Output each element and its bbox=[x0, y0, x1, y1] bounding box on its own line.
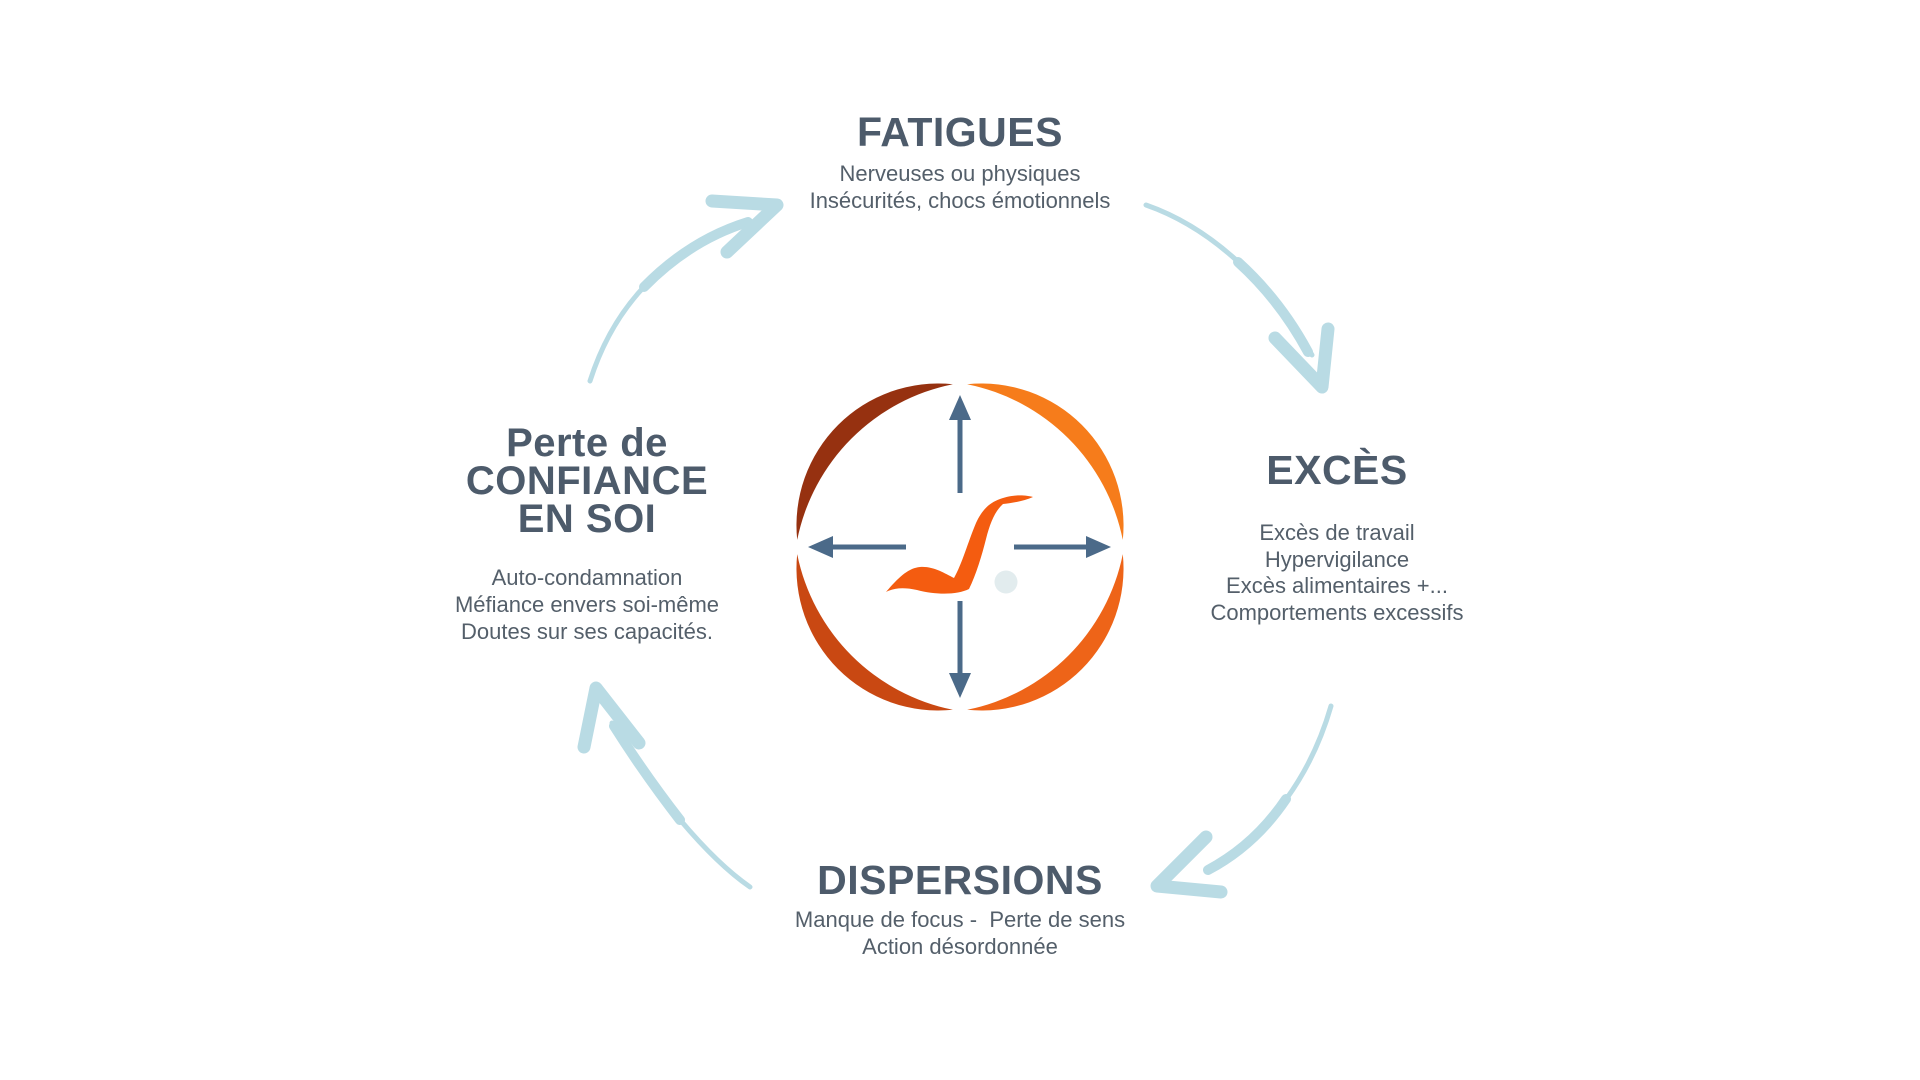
arrow-head bbox=[1150, 830, 1228, 899]
arrow-head bbox=[705, 194, 784, 259]
cross-arrow-left-head bbox=[808, 536, 833, 558]
description-line: Action désordonnée bbox=[862, 933, 1058, 959]
description-line: Manque de focus - Perte de sens bbox=[794, 907, 1126, 932]
node-exces-title: EXCÈS bbox=[1266, 447, 1408, 493]
description-line: Comportements excessifs bbox=[1210, 599, 1464, 625]
arrow-head bbox=[1268, 322, 1335, 394]
node-perte-de-confiance-title: Perte de CONFIANCE EN SOI bbox=[377, 421, 797, 541]
cycle-arrow-fatigues-to-exces-icon bbox=[1143, 202, 1335, 394]
cross-arrow-up-head bbox=[949, 395, 971, 420]
description-line: Auto-condamnation bbox=[491, 565, 683, 590]
arrow-head bbox=[577, 681, 646, 754]
node-fatigues-title: FATIGUES bbox=[857, 109, 1063, 155]
logo-cross-arrows bbox=[808, 395, 1111, 698]
node-dispersions-title: DISPERSIONS bbox=[817, 857, 1103, 903]
arrow-shaft-thick bbox=[1233, 257, 1313, 357]
logo-arc-bottom-right bbox=[967, 554, 1124, 711]
node-perte-de-confiance: Perte de CONFIANCE EN SOI Auto-condamnat… bbox=[377, 421, 797, 645]
logo-dot-icon bbox=[994, 570, 1018, 594]
arrow-shaft-thick bbox=[1203, 794, 1291, 875]
logo-arc-top-left bbox=[796, 383, 953, 540]
title-line: CONFIANCE bbox=[465, 459, 709, 503]
cycle-arrow-dispersions-to-confiance-icon bbox=[577, 681, 753, 890]
title-line: EN SOI bbox=[517, 497, 657, 541]
cross-arrow-right-head bbox=[1086, 536, 1111, 558]
cycle-arrow-exces-to-dispersions-icon bbox=[1150, 703, 1334, 899]
arrow-shaft bbox=[1143, 202, 1315, 358]
arrow-shaft-thick bbox=[609, 721, 685, 825]
description-line: Excès alimentaires +... bbox=[1226, 573, 1448, 598]
center-logo-icon bbox=[796, 383, 1124, 711]
description-line: Méfiance envers soi-même bbox=[454, 592, 720, 617]
description-line: Insécurités, chocs émotionnels bbox=[809, 188, 1111, 213]
description-line: Excès de travail bbox=[1259, 520, 1415, 545]
description-line: Hypervigilance bbox=[1264, 546, 1410, 572]
node-exces-description: Excès de travail Hypervigilance Excès al… bbox=[1107, 520, 1567, 626]
logo-arc-bottom-left bbox=[796, 554, 953, 711]
title-line: Perte de bbox=[506, 421, 668, 465]
node-dispersions: DISPERSIONS Manque de focus - Perte de s… bbox=[610, 858, 1310, 960]
description-line: Nerveuses ou physiques bbox=[839, 161, 1081, 186]
node-dispersions-description: Manque de focus - Perte de sens Action d… bbox=[610, 907, 1310, 960]
cycle-arrow-confiance-to-fatigues-icon bbox=[587, 194, 784, 384]
arrow-shaft-thick bbox=[639, 217, 753, 292]
node-fatigues: FATIGUES Nerveuses ou physiques Insécuri… bbox=[610, 110, 1310, 214]
node-perte-de-confiance-description: Auto-condamnation Méfiance envers soi-mê… bbox=[377, 564, 797, 645]
node-fatigues-description: Nerveuses ou physiques Insécurités, choc… bbox=[610, 160, 1310, 214]
description-line: Doutes sur ses capacités. bbox=[461, 619, 713, 644]
cycle-arrows bbox=[577, 194, 1335, 899]
cross-arrow-down-head bbox=[949, 673, 971, 698]
logo-arc-top-right bbox=[967, 383, 1124, 540]
node-exces: EXCÈS Excès de travail Hypervigilance Ex… bbox=[1107, 448, 1567, 626]
arrow-shaft bbox=[1205, 703, 1334, 873]
logo-swoosh-icon bbox=[886, 495, 1033, 594]
